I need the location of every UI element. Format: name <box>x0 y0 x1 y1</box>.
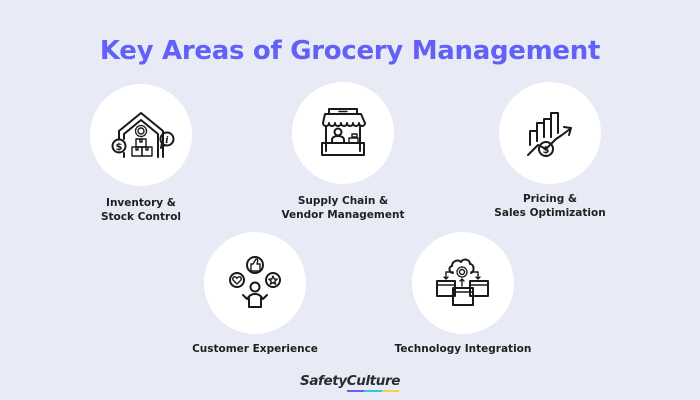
area-technology-integration: Technology Integration <box>363 232 563 356</box>
icon-circle: $ i <box>90 84 192 186</box>
logo-underline <box>347 390 399 392</box>
warehouse-icon: $ i <box>111 112 175 158</box>
customer-feedback-icon <box>229 256 281 308</box>
market-stall-icon <box>321 108 366 156</box>
brand-logo: SafetyCulture <box>0 370 700 392</box>
growth-chart-dollar-icon: $ <box>527 112 572 157</box>
svg-text:$: $ <box>116 142 123 153</box>
logo-wordmark: SafetyCulture <box>300 373 400 392</box>
area-label: Pricing & Sales Optimization <box>494 193 606 219</box>
page-title: Key Areas of Grocery Management <box>99 36 601 66</box>
icon-circle <box>412 232 514 334</box>
area-label: Supply Chain & Vendor Management <box>281 195 405 221</box>
area-customer-experience: Customer Experience <box>155 232 355 356</box>
area-pricing-sales-optimization: $ Pricing & Sales Optimization <box>450 82 650 220</box>
cloud-integration-icon <box>436 258 489 306</box>
icon-circle <box>292 82 394 184</box>
area-label: Technology Integration <box>394 343 532 355</box>
svg-text:i: i <box>165 136 169 146</box>
area-label: Inventory & Stock Control <box>100 197 182 223</box>
area-inventory-stock-control: $ i Inventory & Stock Control <box>41 84 241 224</box>
svg-text:$: $ <box>543 145 550 156</box>
icon-circle: $ <box>499 82 601 184</box>
icon-circle <box>204 232 306 334</box>
area-label: Customer Experience <box>192 343 318 355</box>
area-supply-chain-vendor-management: Supply Chain & Vendor Management <box>243 82 443 222</box>
